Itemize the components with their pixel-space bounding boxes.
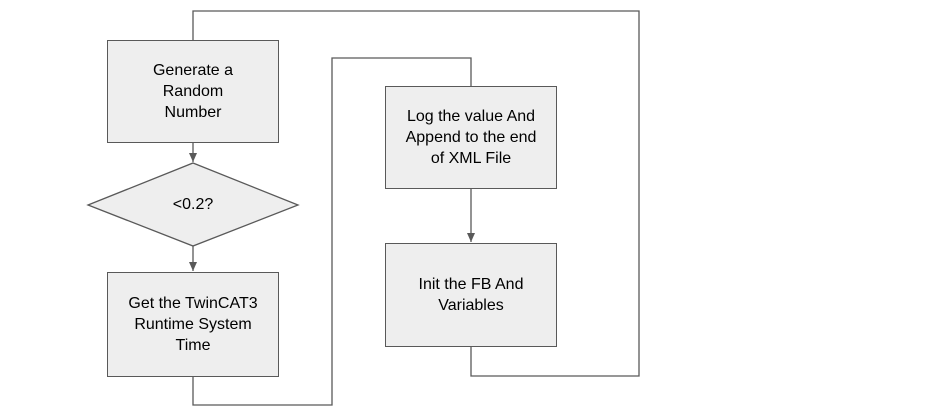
decision-text: <0.2? bbox=[172, 196, 214, 213]
decision-label: <0.2? bbox=[140, 193, 246, 217]
log-value-box: Log the value And Append to the end of X… bbox=[385, 86, 557, 189]
get-runtime-time-box: Get the TwinCAT3 Runtime System Time bbox=[107, 272, 279, 377]
generate-random-number-box: Generate a Random Number bbox=[107, 40, 279, 143]
generate-random-number-label: Generate a Random Number bbox=[152, 62, 234, 121]
init-fb-box: Init the FB And Variables bbox=[385, 243, 557, 347]
connector-get-time-to-log-value bbox=[192, 57, 472, 406]
log-value-label: Log the value And Append to the end of X… bbox=[405, 108, 537, 167]
init-fb-label: Init the FB And Variables bbox=[418, 276, 524, 314]
get-runtime-time-label: Get the TwinCAT3 Runtime System Time bbox=[128, 295, 258, 354]
decision-diamond bbox=[86, 162, 300, 247]
connector-init-fb-loop-back bbox=[192, 10, 640, 377]
